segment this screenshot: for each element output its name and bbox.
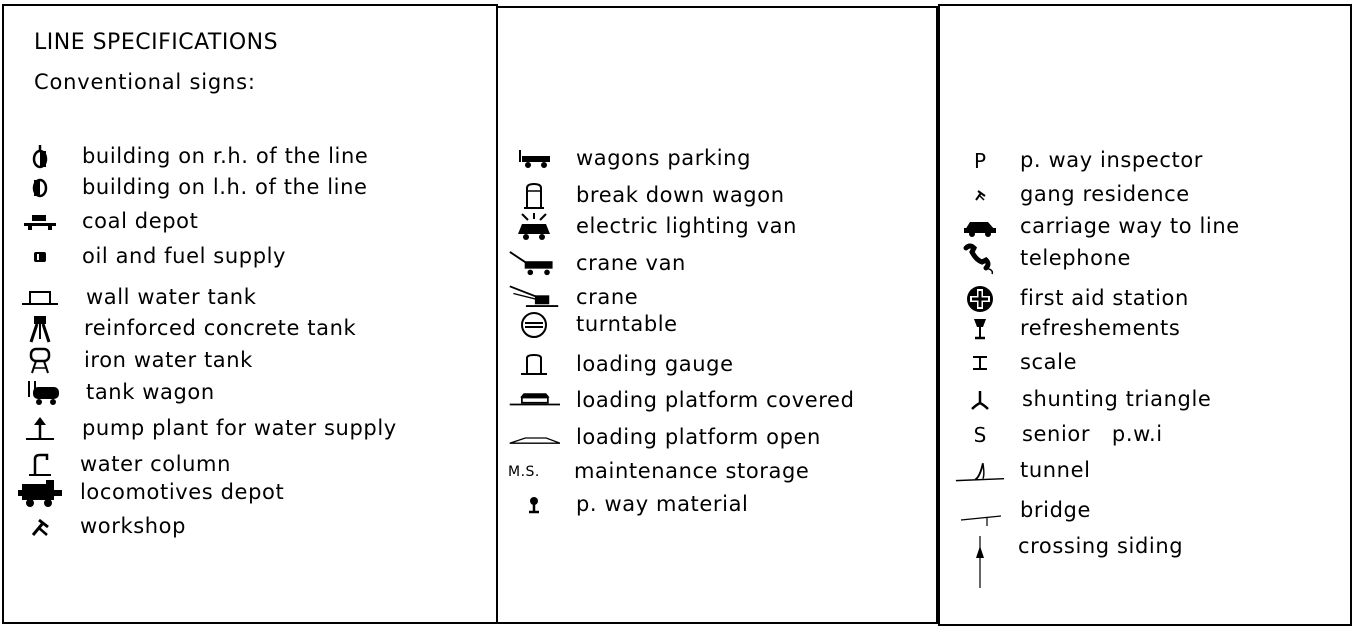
wagons-parking-icon	[508, 144, 560, 174]
legend-label: water column	[80, 452, 232, 476]
legend-label: iron water tank	[84, 348, 253, 372]
crane-van-icon	[508, 249, 560, 279]
legend-label: p. way inspector	[1020, 148, 1204, 172]
concrete-tank-icon	[14, 314, 66, 344]
legend-label: loading platform open	[576, 425, 821, 449]
legend-panel-left	[2, 4, 498, 624]
legend-label: locomotives depot	[80, 480, 285, 504]
legend-label: crane van	[576, 251, 686, 275]
legend-label: crane	[576, 285, 639, 309]
platform-covered-icon	[508, 386, 560, 416]
turntable-icon	[508, 310, 560, 340]
legend-label: gang residence	[1020, 182, 1190, 206]
legend-label: building on l.h. of the line	[82, 175, 368, 199]
maintenance-storage-mark: M.S.	[508, 464, 540, 480]
loading-gauge-icon	[508, 350, 560, 380]
legend-label: bridge	[1020, 498, 1091, 522]
carriage-way-icon	[954, 212, 1006, 242]
legend-label: p. way material	[576, 492, 749, 516]
crane-icon	[508, 283, 560, 313]
legend-label: break down wagon	[576, 183, 785, 207]
breakdown-wagon-icon	[508, 181, 560, 211]
first-aid-icon	[954, 284, 1006, 314]
coal-depot-icon	[14, 207, 66, 237]
building-lh-icon	[14, 173, 66, 203]
legend-label: turntable	[576, 312, 678, 336]
iron-water-tank-icon	[14, 346, 66, 376]
legend-panel-middle	[496, 6, 938, 624]
legend-label: refreshements	[1020, 316, 1181, 340]
wall-water-tank-icon	[14, 283, 66, 313]
legend-label: electric lighting van	[576, 214, 798, 238]
crossing-siding-icon	[954, 532, 1006, 592]
lighting-van-icon	[508, 212, 560, 242]
legend-label: reinforced concrete tank	[84, 316, 357, 340]
legend-label: telephone	[1020, 246, 1132, 270]
shunting-triangle-icon	[954, 385, 1006, 415]
gang-residence-icon	[954, 180, 1006, 210]
pway-material-icon	[508, 490, 560, 520]
locomotive-depot-icon	[14, 478, 66, 508]
bridge-icon	[954, 496, 1006, 526]
water-column-icon	[14, 450, 66, 480]
legend-label: wagons parking	[576, 146, 752, 170]
legend-subtitle: Conventional signs:	[34, 70, 256, 94]
legend-label: scale	[1020, 350, 1078, 374]
oil-fuel-icon	[14, 242, 66, 272]
legend-label: maintenance storage	[574, 459, 810, 483]
building-rh-icon	[14, 142, 66, 172]
legend-label: senior p.w.i	[1022, 422, 1163, 446]
legend-label: shunting triangle	[1022, 387, 1212, 411]
legend-label: tank wagon	[86, 380, 215, 404]
legend-label: pump plant for water supply	[82, 416, 397, 440]
legend-label: first aid station	[1020, 286, 1189, 310]
legend-label: wall water tank	[86, 285, 257, 309]
legend-label: workshop	[80, 514, 187, 538]
legend-title: LINE SPECIFICATIONS	[34, 30, 279, 55]
legend-label: crossing siding	[1018, 534, 1184, 558]
legend-label: coal depot	[82, 209, 199, 233]
scale-icon	[954, 348, 1006, 378]
tank-wagon-icon	[14, 378, 66, 408]
senior-pwi-mark: S	[973, 423, 987, 447]
telephone-icon	[954, 243, 1006, 275]
refreshments-icon	[954, 314, 1006, 344]
legend-label: loading gauge	[576, 352, 734, 376]
workshop-icon	[14, 512, 66, 542]
platform-open-icon	[508, 423, 560, 453]
legend-label: carriage way to line	[1020, 214, 1240, 238]
legend-label: tunnel	[1020, 458, 1091, 482]
legend-panel-right	[938, 4, 1352, 626]
tunnel-icon	[954, 456, 1006, 486]
pump-plant-icon	[14, 414, 66, 444]
legend-label: building on r.h. of the line	[82, 144, 369, 168]
legend-label: oil and fuel supply	[82, 244, 287, 268]
legend-label: loading platform covered	[576, 388, 855, 412]
pway-inspector-mark: P	[973, 149, 987, 173]
